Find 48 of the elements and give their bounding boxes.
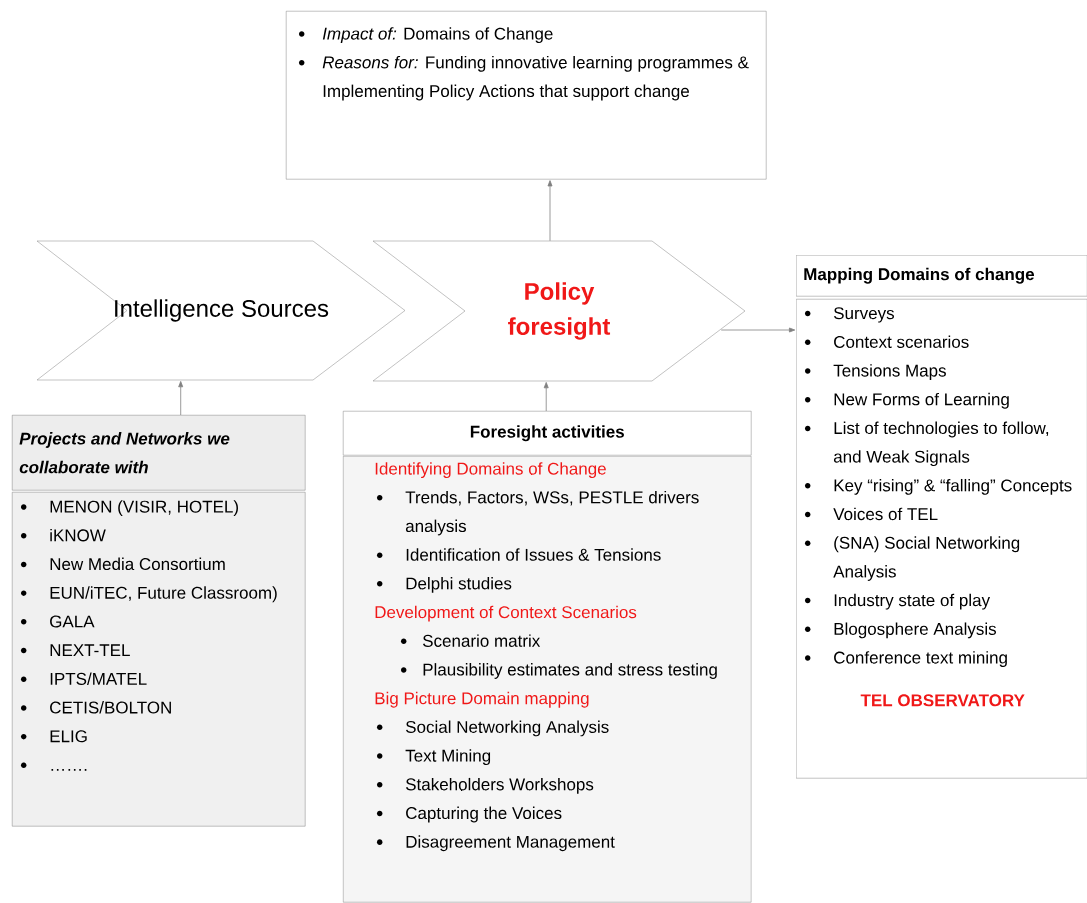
bullet-item: Scenario matrix [400, 634, 541, 647]
bullet-item: Reasons for: Funding innovative learning programmes & Implementing Policy Actions that support change [298, 55, 749, 101]
bullet-item: EUN/iTEC, Future Classroom) [20, 586, 277, 603]
bullet-item: ……. [20, 762, 87, 771]
bullet-item: Stakeholders Workshops [376, 777, 594, 794]
bullet-item: ELIG [20, 730, 87, 743]
bullet-item: Voices of TEL [804, 507, 938, 521]
bullet-item: List of technologies to follow, and Weak Signals [804, 421, 1049, 467]
list-box [796, 299, 1087, 779]
bullet-item: New Forms of Learning [804, 392, 1009, 409]
bullet-item: New Media Consortium [20, 557, 225, 571]
info-box [286, 11, 767, 180]
header-box: Foresight activities [343, 411, 752, 456]
bullet-item: Social Networking Analysis [376, 720, 609, 737]
header-box: Projects and Networks we collaborate with [12, 415, 306, 491]
list-box [12, 492, 306, 827]
header-box: Mapping Domains of change [796, 255, 1087, 297]
bullet-item: NEXT-TEL [20, 644, 130, 657]
section-heading: Development of Context Scenarios [375, 605, 637, 622]
bullet-item: iKNOW [20, 528, 106, 542]
bullet-item: Key “rising” & “falling” Concepts [804, 478, 1072, 495]
bullet-item: MENON (VISIR, HOTEL) [20, 500, 238, 517]
bullet-item: Identification of Issues & Tensions [376, 548, 661, 561]
section-heading: Identifying Domains of Change [375, 462, 606, 479]
list-box [343, 456, 752, 903]
bullet-item: Blogosphere Analysis [804, 622, 997, 639]
bullet-item: Impact of: Domains of Change [298, 27, 553, 44]
section-heading: Big Picture Domain mapping [375, 691, 589, 708]
observatory-label: TEL OBSERVATORY [860, 694, 1025, 707]
arrow [178, 381, 184, 388]
bullet-item: Conference text mining [804, 651, 1007, 667]
bullet-item: Text Mining [376, 749, 491, 766]
bullet-item: Context scenarios [804, 335, 969, 348]
bullet-item: Surveys [804, 307, 894, 323]
bullet-item: Tensions Maps [804, 364, 946, 380]
bullet-item: (SNA) Social Networking Analysis [804, 536, 1020, 581]
bullet-item: Disagreement Management [376, 835, 615, 852]
bullet-item: Industry state of play [804, 593, 990, 610]
bullet-item: Delphi studies [376, 577, 512, 593]
bullet-item: IPTS/MATEL [20, 672, 147, 685]
arrow [789, 327, 796, 333]
bullet-item: GALA [20, 615, 95, 628]
bullet-item: Plausibility estimates and stress testing [400, 663, 717, 679]
bullet-item: Trends, Factors, WSs, PESTLE drivers analysis [376, 490, 699, 536]
bullet-item: CETIS/BOLTON [20, 701, 171, 714]
arrow [543, 382, 549, 389]
bullet-item: Capturing the Voices [376, 806, 562, 823]
arrow [547, 180, 553, 187]
